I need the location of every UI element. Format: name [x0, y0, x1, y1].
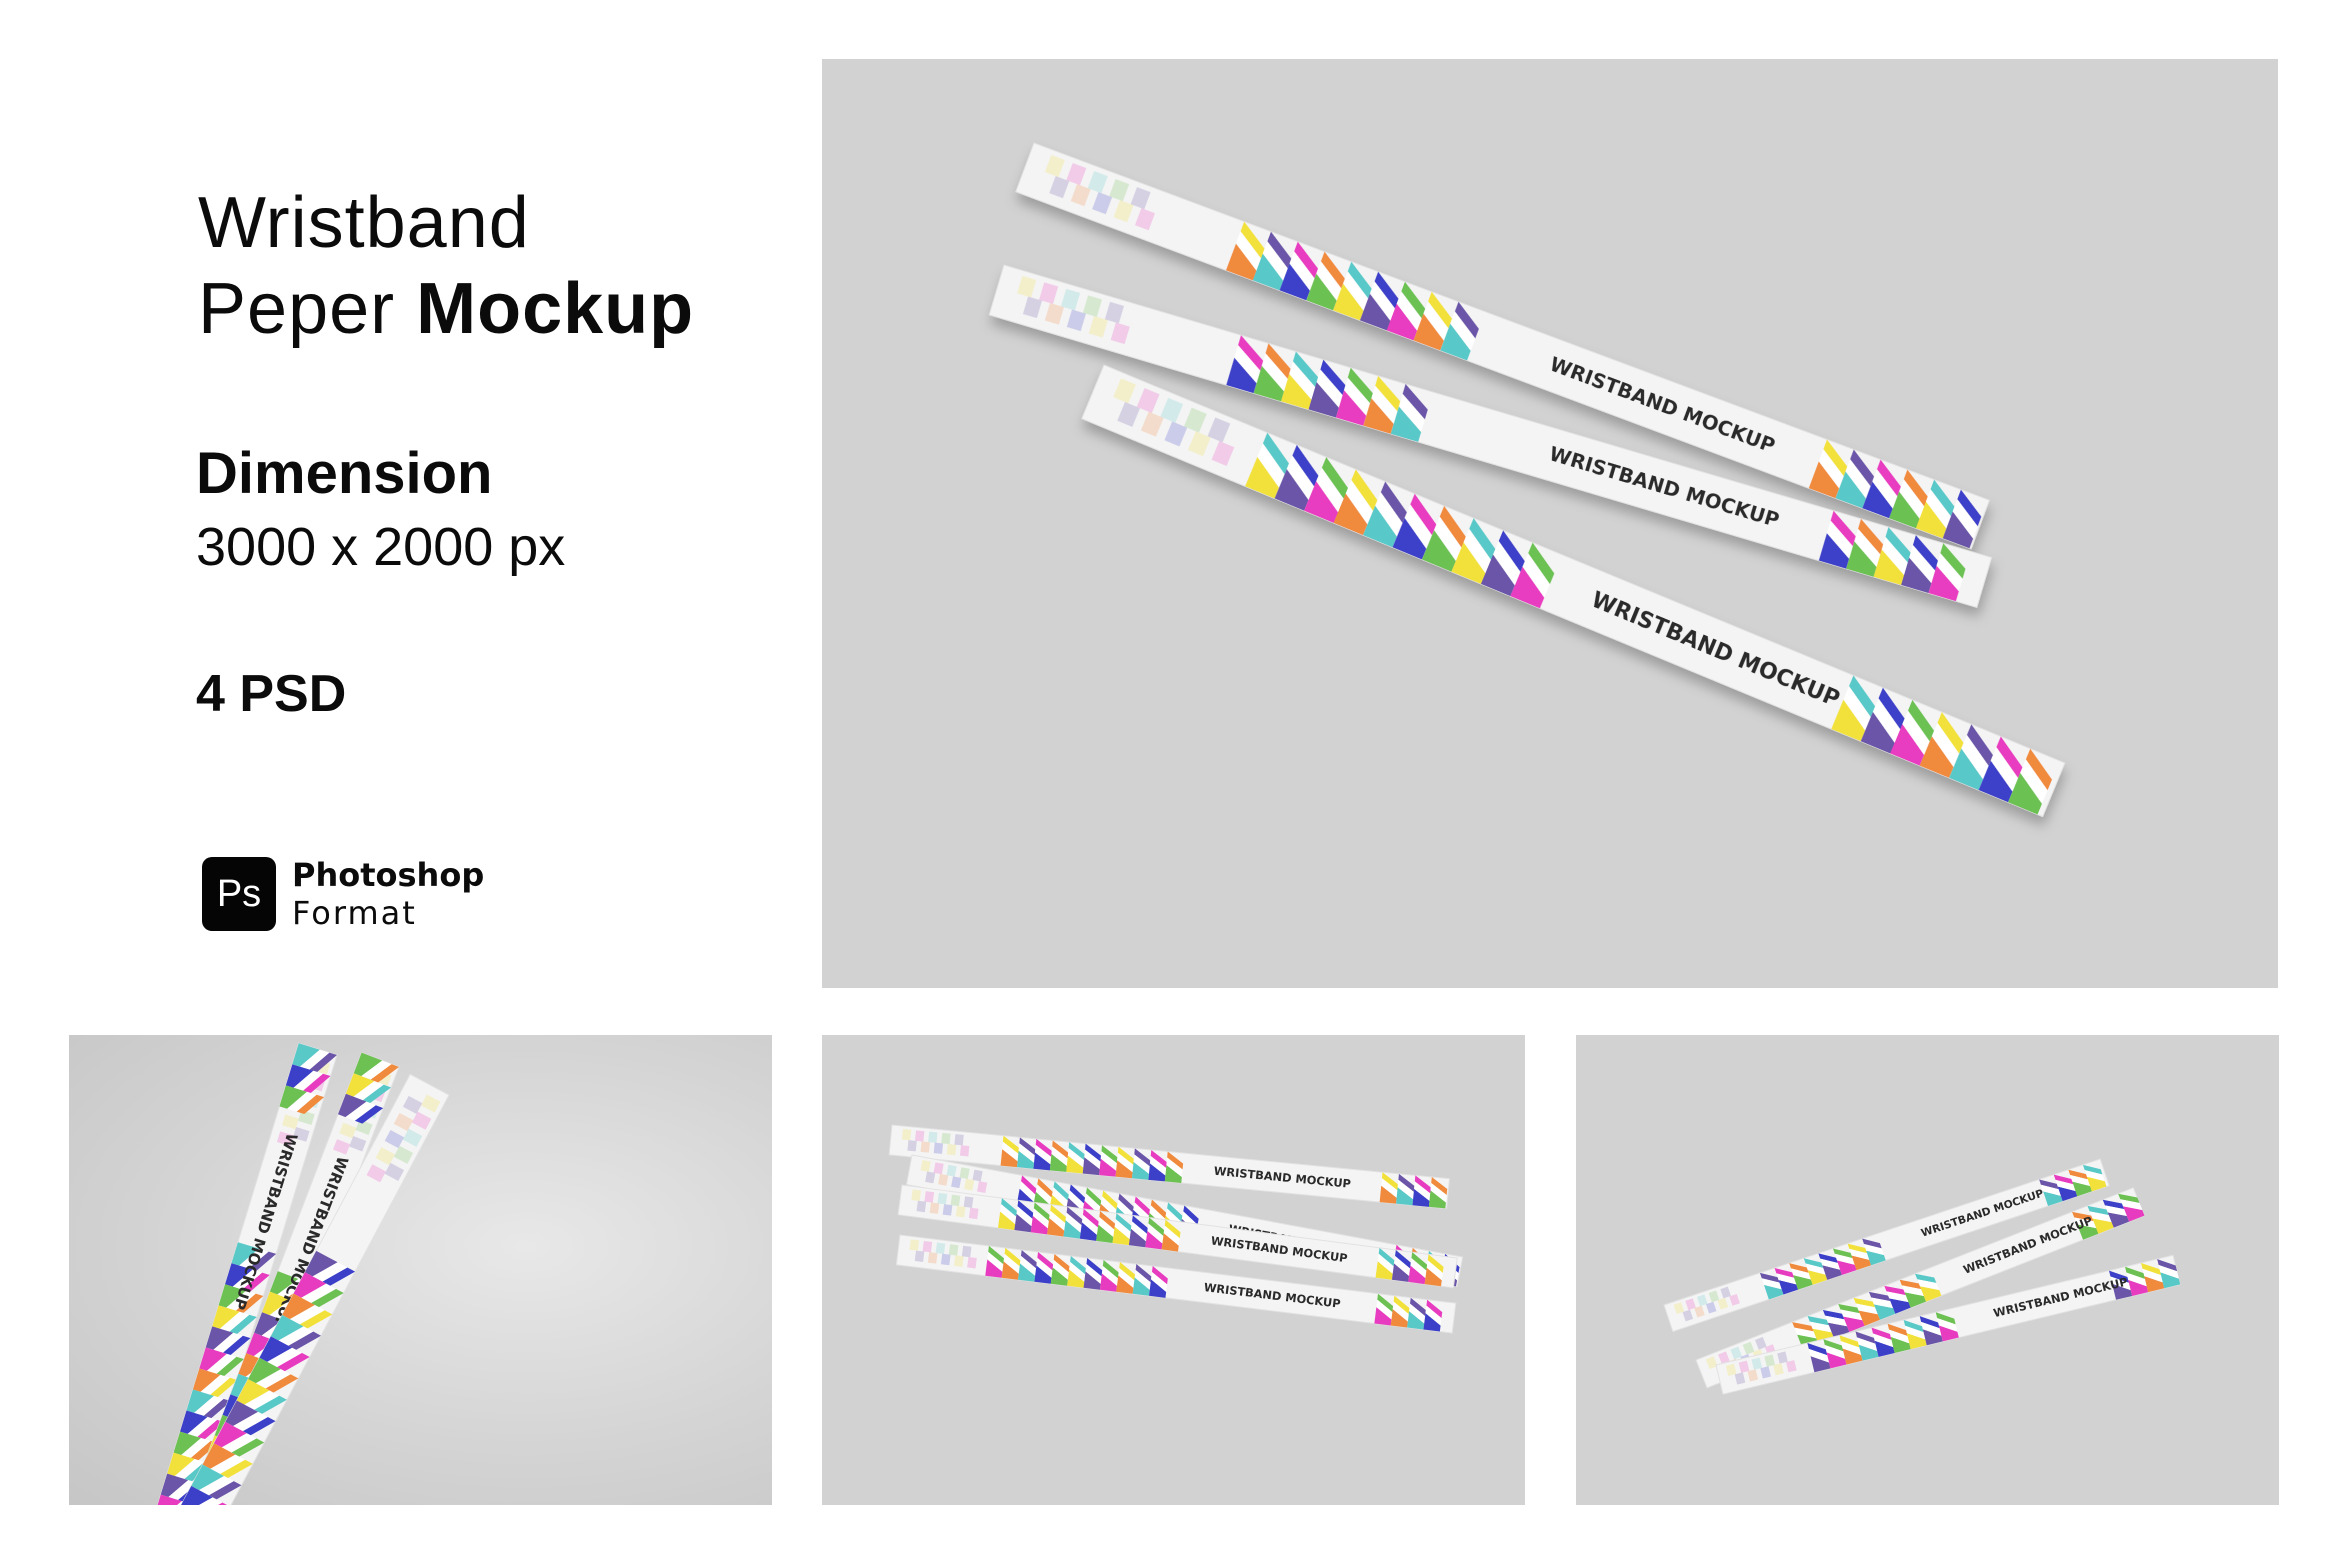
title-bold: Mockup: [416, 269, 695, 349]
product-title: Wristband Peper Mockup: [198, 180, 694, 352]
psd-count: 4 PSD: [196, 665, 347, 723]
format-info: Ps Photoshop Format: [202, 856, 484, 932]
wristband: WRISTBAND MOCKUP: [988, 264, 1993, 609]
dimension-value: 3000 x 2000 px: [196, 517, 566, 577]
wristband: WRISTBAND MOCKUP: [895, 1234, 1457, 1334]
dimension-label: Dimension: [196, 441, 493, 506]
wristband: WRISTBAND MOCKUP: [146, 1042, 338, 1505]
wristband: WRISTBAND MOCKUP: [1081, 364, 2066, 818]
title-regular: Peper: [198, 269, 417, 349]
format-line-2: Format: [292, 894, 417, 932]
wristband: [174, 1073, 450, 1505]
wristband: WRISTBAND MOCKUP: [888, 1124, 1450, 1210]
photoshop-icon: Ps: [202, 857, 276, 931]
format-line-1: Photoshop: [292, 856, 485, 894]
title-line-2: Peper Mockup: [198, 266, 694, 352]
format-text: Photoshop Format: [292, 856, 484, 932]
title-line-1: Wristband: [198, 183, 530, 263]
band-label: WRISTBAND MOCKUP: [1588, 588, 1843, 713]
